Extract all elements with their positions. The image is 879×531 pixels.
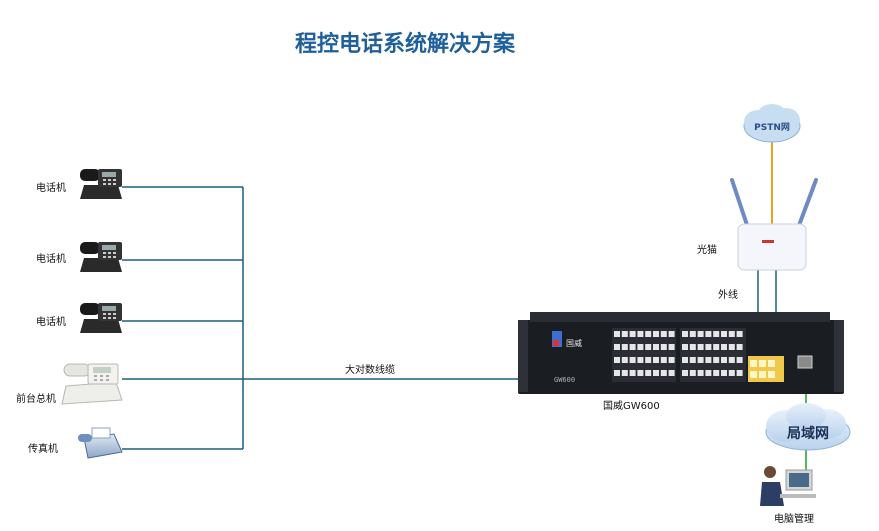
phone-label: 电话机	[36, 315, 66, 328]
extension-port	[653, 331, 659, 337]
lan-port	[797, 355, 813, 369]
extension-port	[728, 344, 735, 350]
pbx-device: 国威 GW600	[518, 312, 844, 394]
pc-label: 电脑管理	[774, 512, 814, 525]
extension-port	[736, 357, 743, 363]
extension-port	[645, 370, 652, 376]
extension-port	[621, 370, 628, 376]
extension-port	[629, 344, 636, 350]
extension-port	[614, 357, 620, 363]
extension-port	[653, 370, 659, 376]
extension-port	[637, 357, 644, 363]
extension-port	[660, 370, 667, 376]
fax-label: 传真机	[28, 442, 58, 455]
extension-port	[614, 344, 620, 350]
extension-port	[721, 331, 727, 337]
extension-port	[637, 344, 644, 350]
extension-port	[668, 331, 675, 337]
reception-phone-label: 前台总机	[16, 392, 56, 405]
extension-port	[728, 331, 735, 337]
extension-port	[621, 344, 628, 350]
extension-port	[689, 370, 696, 376]
extension-port	[689, 331, 696, 337]
lan-cloud-icon	[765, 403, 851, 451]
extension-port	[682, 357, 688, 363]
desk-phone-icon	[80, 169, 122, 199]
extension-port	[621, 357, 628, 363]
page-title: 程控电话系统解决方案	[294, 32, 515, 57]
extension-port	[728, 370, 735, 376]
desk-phone-icon	[80, 303, 122, 333]
port-panel-left	[612, 328, 676, 382]
extension-port	[660, 331, 667, 337]
extension-port	[668, 344, 675, 350]
extension-port	[721, 344, 727, 350]
extension-port	[728, 357, 735, 363]
extension-port	[645, 344, 652, 350]
extension-port	[697, 344, 704, 350]
extension-port	[629, 370, 636, 376]
phone-label: 电话机	[36, 252, 66, 265]
extension-port	[629, 357, 636, 363]
extension-port	[697, 370, 704, 376]
extension-port	[637, 370, 644, 376]
extension-port	[697, 357, 704, 363]
extension-port	[645, 331, 652, 337]
extension-port	[689, 344, 696, 350]
extension-port	[621, 331, 628, 337]
extension-port	[705, 357, 712, 363]
extension-port	[637, 331, 644, 337]
desk-phone-icon	[80, 242, 122, 272]
extension-port	[653, 357, 659, 363]
pbx-label: 国威GW600	[603, 399, 660, 412]
phone-label: 电话机	[36, 181, 66, 194]
extension-port	[736, 344, 743, 350]
outer-line-label: 外线	[718, 288, 738, 301]
extension-port	[705, 370, 712, 376]
extension-port	[653, 344, 659, 350]
extension-port	[629, 331, 636, 337]
extension-port	[645, 357, 652, 363]
extension-port	[736, 331, 743, 337]
reception-phone-icon	[61, 363, 123, 405]
extension-port	[713, 357, 720, 363]
lan-label: 局域网	[787, 425, 829, 442]
extension-port	[660, 344, 667, 350]
extension-port	[614, 331, 620, 337]
extension-port	[668, 370, 675, 376]
extension-port	[736, 370, 743, 376]
extension-port	[614, 370, 620, 376]
extension-port	[705, 344, 712, 350]
modem-label: 光猫	[697, 243, 717, 256]
pstn-label: PSTN网	[754, 122, 790, 133]
extension-port	[682, 344, 688, 350]
extension-port	[713, 370, 720, 376]
cable-label: 大对数线缆	[345, 363, 395, 376]
extension-port	[721, 370, 727, 376]
extension-port	[689, 357, 696, 363]
extension-port	[713, 331, 720, 337]
extension-port	[697, 331, 704, 337]
extension-port	[705, 331, 712, 337]
extension-port	[682, 370, 688, 376]
computer-user-icon	[760, 466, 816, 506]
port-panel-right	[680, 328, 746, 382]
optical-modem-icon	[730, 178, 818, 271]
extension-port	[682, 331, 688, 337]
pbx-brand: 国威	[566, 338, 582, 348]
extension-port	[713, 344, 720, 350]
fax-machine-icon	[78, 427, 123, 459]
pstn-cloud-icon	[743, 104, 801, 143]
extension-port	[660, 357, 667, 363]
trunk-ports	[748, 356, 784, 382]
pbx-model: GW600	[554, 376, 575, 384]
extension-port	[721, 357, 727, 363]
extension-port	[668, 357, 675, 363]
